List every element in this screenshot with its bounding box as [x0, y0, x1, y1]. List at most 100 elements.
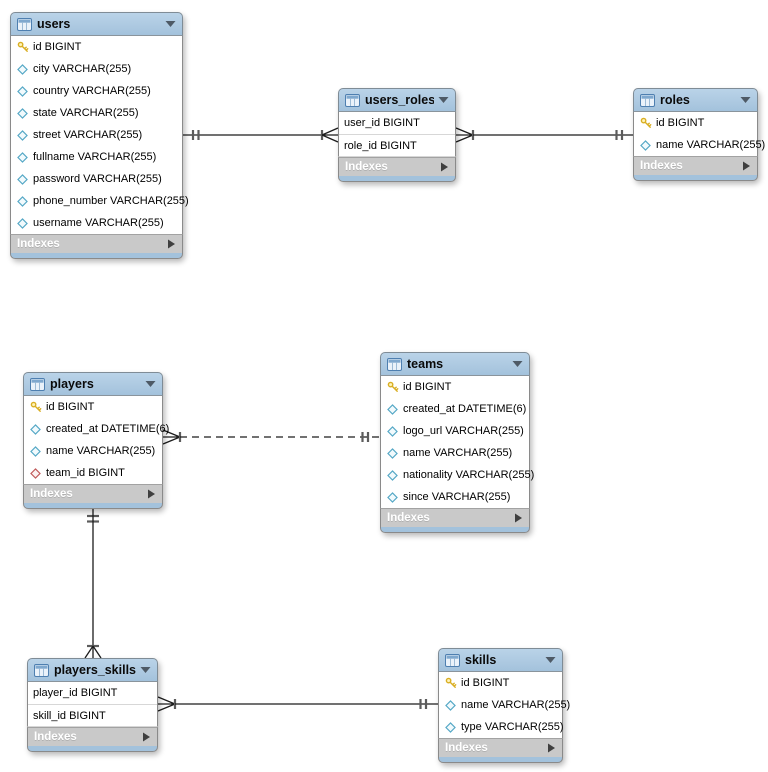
expand-arrow-icon[interactable] — [142, 732, 151, 742]
relationship-players_skills-skills[interactable] — [157, 696, 438, 712]
indexes-bar[interactable]: Indexes — [438, 738, 563, 757]
table-users-header[interactable]: users — [10, 12, 183, 36]
column-row[interactable]: team_id BIGINT — [24, 462, 162, 484]
relationship-players-teams[interactable] — [162, 429, 380, 445]
table-icon — [387, 357, 402, 371]
column-definition: nationality VARCHAR(255) — [403, 469, 535, 481]
column-list: id BIGINT created_at DATETIME(6) logo_url … — [380, 376, 534, 508]
collapse-arrow-icon[interactable] — [438, 96, 449, 104]
expand-arrow-icon[interactable] — [742, 161, 751, 171]
column-row[interactable]: fullname VARCHAR(255) — [11, 146, 182, 168]
table-icon — [30, 377, 45, 391]
table-title: teams — [407, 357, 444, 371]
column-icon — [640, 139, 652, 151]
column-definition: id BIGINT — [33, 41, 82, 53]
table-title: skills — [465, 653, 497, 667]
column-row[interactable]: type VARCHAR(255) — [439, 716, 564, 738]
indexes-bar[interactable]: Indexes — [10, 234, 183, 253]
expand-arrow-icon[interactable] — [440, 162, 449, 172]
column-row[interactable]: state VARCHAR(255) — [11, 102, 182, 124]
column-row[interactable]: id BIGINT — [634, 112, 757, 134]
table-bottom-strip — [633, 175, 758, 181]
expand-arrow-icon[interactable] — [547, 743, 556, 753]
column-row[interactable]: nationality VARCHAR(255) — [381, 464, 534, 486]
column-row[interactable]: logo_url VARCHAR(255) — [381, 420, 529, 442]
column-row[interactable]: name VARCHAR(255) — [381, 442, 529, 464]
column-row[interactable]: id BIGINT — [439, 672, 562, 694]
primary-key-icon — [640, 117, 652, 129]
collapse-arrow-icon[interactable] — [740, 96, 751, 104]
column-row[interactable]: user_id BIGINT — [339, 112, 455, 134]
column-row[interactable]: name VARCHAR(255) — [634, 134, 765, 156]
expand-arrow-icon[interactable] — [514, 513, 523, 523]
column-row[interactable]: name VARCHAR(255) — [24, 440, 162, 462]
relationship-players-players_skills[interactable] — [84, 508, 102, 659]
column-row[interactable]: name VARCHAR(255) — [439, 694, 570, 716]
relationship-users-users_roles[interactable] — [183, 127, 339, 143]
column-row[interactable]: created_at DATETIME(6) — [381, 398, 529, 420]
primary-key-icon — [445, 677, 457, 689]
column-row[interactable]: street VARCHAR(255) — [11, 124, 182, 146]
table-players_skills[interactable]: players_skills player_id BIGINT skill_id … — [27, 658, 158, 752]
column-row[interactable]: city VARCHAR(255) — [11, 58, 182, 80]
column-definition: player_id BIGINT — [33, 687, 118, 699]
collapse-arrow-icon[interactable] — [512, 360, 523, 368]
primary-key-icon — [30, 401, 42, 413]
column-row[interactable]: since VARCHAR(255) — [381, 486, 529, 508]
column-row[interactable]: id BIGINT — [381, 376, 529, 398]
indexes-bar[interactable]: Indexes — [27, 727, 158, 746]
column-row[interactable]: id BIGINT — [24, 396, 162, 418]
indexes-bar[interactable]: Indexes — [23, 484, 163, 503]
expand-arrow-icon[interactable] — [147, 489, 156, 499]
indexes-bar[interactable]: Indexes — [338, 157, 456, 176]
column-icon — [387, 491, 399, 503]
column-row[interactable]: id BIGINT — [11, 36, 182, 58]
collapse-arrow-icon[interactable] — [165, 20, 176, 28]
expand-arrow-icon[interactable] — [167, 239, 176, 249]
column-row[interactable]: player_id BIGINT — [28, 682, 157, 704]
column-icon — [387, 469, 399, 481]
column-row[interactable]: country VARCHAR(255) — [11, 80, 182, 102]
collapse-arrow-icon[interactable] — [545, 656, 556, 664]
column-definition: password VARCHAR(255) — [33, 173, 162, 185]
column-row[interactable]: role_id BIGINT — [339, 134, 455, 156]
indexes-bar[interactable]: Indexes — [380, 508, 530, 527]
table-users_roles-header[interactable]: users_roles — [338, 88, 456, 112]
table-players-header[interactable]: players — [23, 372, 163, 396]
primary-key-icon — [17, 41, 29, 53]
table-users_roles[interactable]: users_roles user_id BIGINT role_id BIGINT… — [338, 88, 456, 182]
indexes-label: Indexes — [387, 512, 430, 524]
table-users[interactable]: users id BIGINT city VARCHAR(255) country … — [10, 12, 189, 259]
table-teams-header[interactable]: teams — [380, 352, 530, 376]
column-definition: id BIGINT — [403, 381, 452, 393]
table-icon — [17, 17, 32, 31]
column-definition: role_id BIGINT — [344, 139, 417, 152]
column-definition: created_at DATETIME(6) — [403, 403, 527, 415]
column-definition: country VARCHAR(255) — [33, 85, 151, 97]
column-icon — [17, 217, 29, 229]
table-icon — [345, 93, 360, 107]
table-skills-header[interactable]: skills — [438, 648, 563, 672]
table-players_skills-header[interactable]: players_skills — [27, 658, 158, 682]
column-icon — [17, 195, 29, 207]
column-row[interactable]: skill_id BIGINT — [28, 704, 157, 726]
column-row[interactable]: password VARCHAR(255) — [11, 168, 182, 190]
indexes-label: Indexes — [445, 742, 488, 754]
column-row[interactable]: created_at DATETIME(6) — [24, 418, 169, 440]
column-definition: team_id BIGINT — [46, 467, 125, 479]
indexes-bar[interactable]: Indexes — [633, 156, 758, 175]
column-row[interactable]: phone_number VARCHAR(255) — [11, 190, 189, 212]
table-title: users_roles — [365, 93, 434, 107]
column-row[interactable]: username VARCHAR(255) — [11, 212, 182, 234]
collapse-arrow-icon[interactable] — [145, 380, 156, 388]
table-teams[interactable]: teams id BIGINT created_at DATETIME(6) log… — [380, 352, 534, 533]
column-icon — [387, 403, 399, 415]
table-bottom-strip — [23, 503, 163, 509]
collapse-arrow-icon[interactable] — [140, 666, 151, 674]
relationship-users_roles-roles[interactable] — [455, 127, 633, 143]
table-roles-header[interactable]: roles — [633, 88, 758, 112]
